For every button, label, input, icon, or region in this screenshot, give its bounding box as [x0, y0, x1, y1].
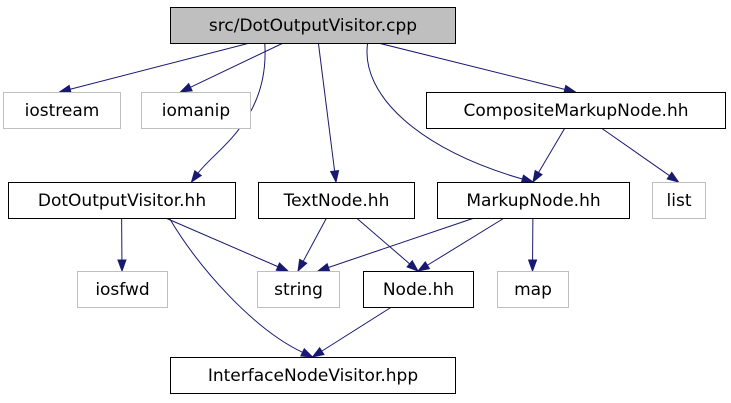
edge-markupnode-hh-to-node-hh	[416, 217, 505, 272]
arrowhead	[527, 259, 538, 273]
node-box	[170, 357, 456, 394]
edge-dotoutputvisitor-hh-to-string	[165, 217, 290, 272]
node-box	[426, 92, 726, 129]
edge-line	[427, 217, 505, 266]
arrowhead	[275, 262, 290, 272]
node-interfacenodevisitor-hpp[interactable]: InterfaceNodeVisitor.hpp	[170, 357, 456, 394]
edge-src-dotoutputvisitor-cpp-to-iostream	[58, 42, 250, 94]
node-label: MarkupNode.hh	[466, 191, 600, 211]
arrowhead	[117, 259, 127, 273]
nodes-layer: src/DotOutputVisitor.cpp iostream iomanip C…	[3, 7, 726, 394]
node-markupnode-hh[interactable]: MarkupNode.hh	[437, 182, 630, 219]
node-box	[3, 92, 121, 129]
edge-line	[317, 42, 336, 172]
node-box	[141, 92, 251, 129]
node-label: iomanip	[162, 101, 230, 121]
edge-line	[328, 217, 475, 268]
edge-line	[538, 127, 566, 173]
node-label: CompositeMarkupNode.hh	[463, 101, 688, 121]
arrowhead	[406, 259, 420, 272]
edge-dotoutputvisitor-hh-to-iosfwd	[117, 217, 127, 273]
node-list[interactable]: list	[652, 182, 706, 219]
node-label: list	[667, 191, 692, 211]
edge-line	[165, 217, 279, 268]
arrowhead	[190, 169, 203, 184]
node-label: iosfwd	[95, 280, 149, 300]
arrowhead	[179, 82, 193, 93]
edge-src-dotoutputvisitor-cpp-to-iomanip	[179, 42, 284, 93]
node-box	[77, 271, 168, 308]
edge-dotoutputvisitor-hh-to-interfacenodevisitor-hpp	[168, 217, 314, 358]
node-label: DotOutputVisitor.hh	[38, 191, 206, 211]
node-box	[437, 182, 630, 219]
node-label: iostream	[25, 101, 100, 121]
node-map[interactable]: map	[497, 271, 569, 308]
edge-line	[356, 217, 410, 265]
node-box	[652, 182, 706, 219]
arrowhead	[311, 346, 325, 358]
node-iostream[interactable]: iostream	[3, 92, 121, 129]
edges-layer	[58, 42, 680, 358]
edge-markupnode-hh-to-string	[316, 217, 475, 272]
arrowhead	[416, 260, 431, 272]
node-node-hh[interactable]: Node.hh	[363, 271, 474, 308]
node-compositemarkupnode-hh[interactable]: CompositeMarkupNode.hh	[426, 92, 726, 129]
edge-src-dotoutputvisitor-cpp-to-textnode-hh	[317, 42, 340, 184]
edge-src-dotoutputvisitor-cpp-to-compositemarkupnode-hh	[378, 42, 577, 94]
edge-compositemarkupnode-hh-to-markupnode-hh	[532, 127, 566, 184]
arrowhead	[532, 169, 543, 184]
edge-line	[600, 127, 670, 177]
node-textnode-hh[interactable]: TextNode.hh	[258, 182, 415, 219]
arrowhead	[666, 171, 680, 183]
node-src-dotoutputvisitor-cpp[interactable]: src/DotOutputVisitor.cpp	[170, 7, 456, 44]
node-iomanip[interactable]: iomanip	[141, 92, 251, 129]
node-box	[363, 271, 474, 308]
node-box	[497, 271, 569, 308]
arrowhead	[58, 84, 72, 94]
node-iosfwd[interactable]: iosfwd	[77, 271, 168, 308]
node-label: map	[514, 280, 552, 300]
node-label: src/DotOutputVisitor.cpp	[209, 16, 417, 36]
edge-compositemarkupnode-hh-to-list	[600, 127, 680, 183]
arrowhead	[297, 258, 308, 273]
edge-markupnode-hh-to-map	[527, 217, 538, 273]
edge-textnode-hh-to-node-hh	[356, 217, 420, 272]
edge-line	[70, 42, 250, 90]
node-dotoutputvisitor-hh[interactable]: DotOutputVisitor.hh	[8, 182, 236, 219]
arrowhead	[520, 174, 535, 184]
edge-textnode-hh-to-string	[297, 217, 327, 273]
edge-line	[321, 306, 392, 352]
edge-line	[378, 42, 565, 90]
edge-line	[366, 42, 523, 180]
node-box	[8, 182, 236, 219]
node-box	[257, 271, 340, 308]
node-label: string	[274, 280, 323, 300]
node-string[interactable]: string	[257, 271, 340, 308]
edge-node-hh-to-interfacenodevisitor-hpp	[311, 306, 392, 358]
node-box	[170, 7, 456, 44]
node-label: TextNode.hh	[283, 191, 390, 211]
edge-line	[190, 42, 284, 88]
edge-line	[302, 217, 327, 262]
arrowhead	[300, 347, 314, 358]
edge-src-dotoutputvisitor-cpp-to-markupnode-hh	[366, 42, 535, 184]
node-label: InterfaceNodeVisitor.hpp	[208, 366, 418, 386]
node-label: Node.hh	[383, 280, 454, 300]
arrowhead	[316, 262, 331, 272]
edge-line	[168, 217, 303, 353]
node-box	[258, 182, 415, 219]
arrowhead	[329, 169, 340, 184]
